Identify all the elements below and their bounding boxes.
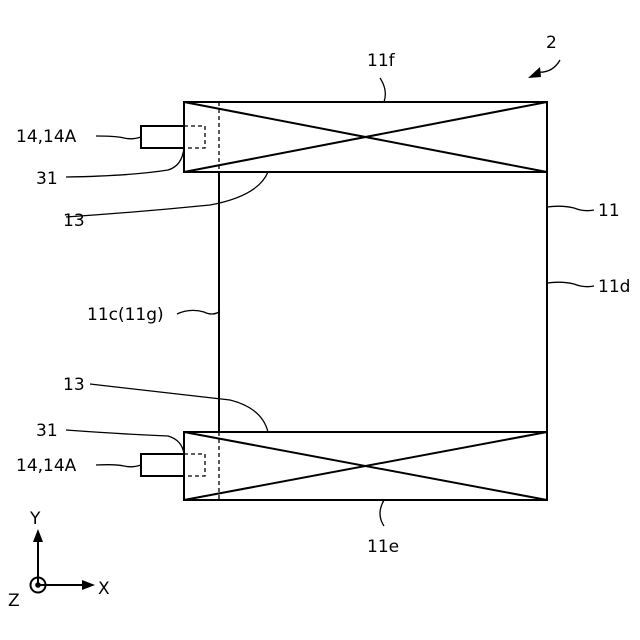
leader-31-top — [66, 148, 184, 177]
axis-y-label: Y — [29, 509, 41, 529]
label-11d: 11d — [598, 277, 630, 297]
connector-bottom — [141, 454, 205, 476]
label-13-bottom: 13 — [63, 375, 85, 395]
label-31-top: 31 — [36, 169, 58, 189]
leader-11f — [380, 78, 385, 102]
label-14-top: 14,14A — [16, 127, 77, 147]
z-axis-dot — [35, 582, 41, 588]
leader-31-bottom — [66, 430, 184, 454]
label-11e: 11e — [367, 537, 399, 557]
bottom-section-box — [184, 432, 547, 500]
label-13-top: 13 — [63, 211, 85, 231]
leader-14-bottom — [96, 465, 141, 467]
axis-z-label: Z — [8, 591, 20, 611]
leader-13-top — [66, 172, 268, 217]
leader-11 — [547, 206, 594, 210]
label-31-bottom: 31 — [36, 421, 58, 441]
fig-arrow — [528, 60, 560, 78]
axis-x-label: X — [98, 579, 110, 599]
label-14-bottom: 14,14A — [16, 456, 77, 476]
leader-14-top — [96, 136, 141, 139]
top-section-box — [184, 102, 547, 172]
coordinate-axes — [31, 529, 96, 593]
connector-top — [141, 126, 205, 148]
leader-13-bottom — [90, 384, 268, 432]
label-11c: 11c(11g) — [87, 305, 164, 325]
leader-11e — [380, 500, 384, 526]
leader-11c — [177, 310, 219, 314]
y-axis-arrowhead — [33, 529, 43, 542]
label-11f: 11f — [367, 51, 396, 71]
leader-11d — [547, 282, 594, 286]
x-axis-arrowhead — [82, 580, 95, 590]
label-11: 11 — [598, 201, 620, 221]
fig-number-label: 2 — [546, 33, 557, 53]
